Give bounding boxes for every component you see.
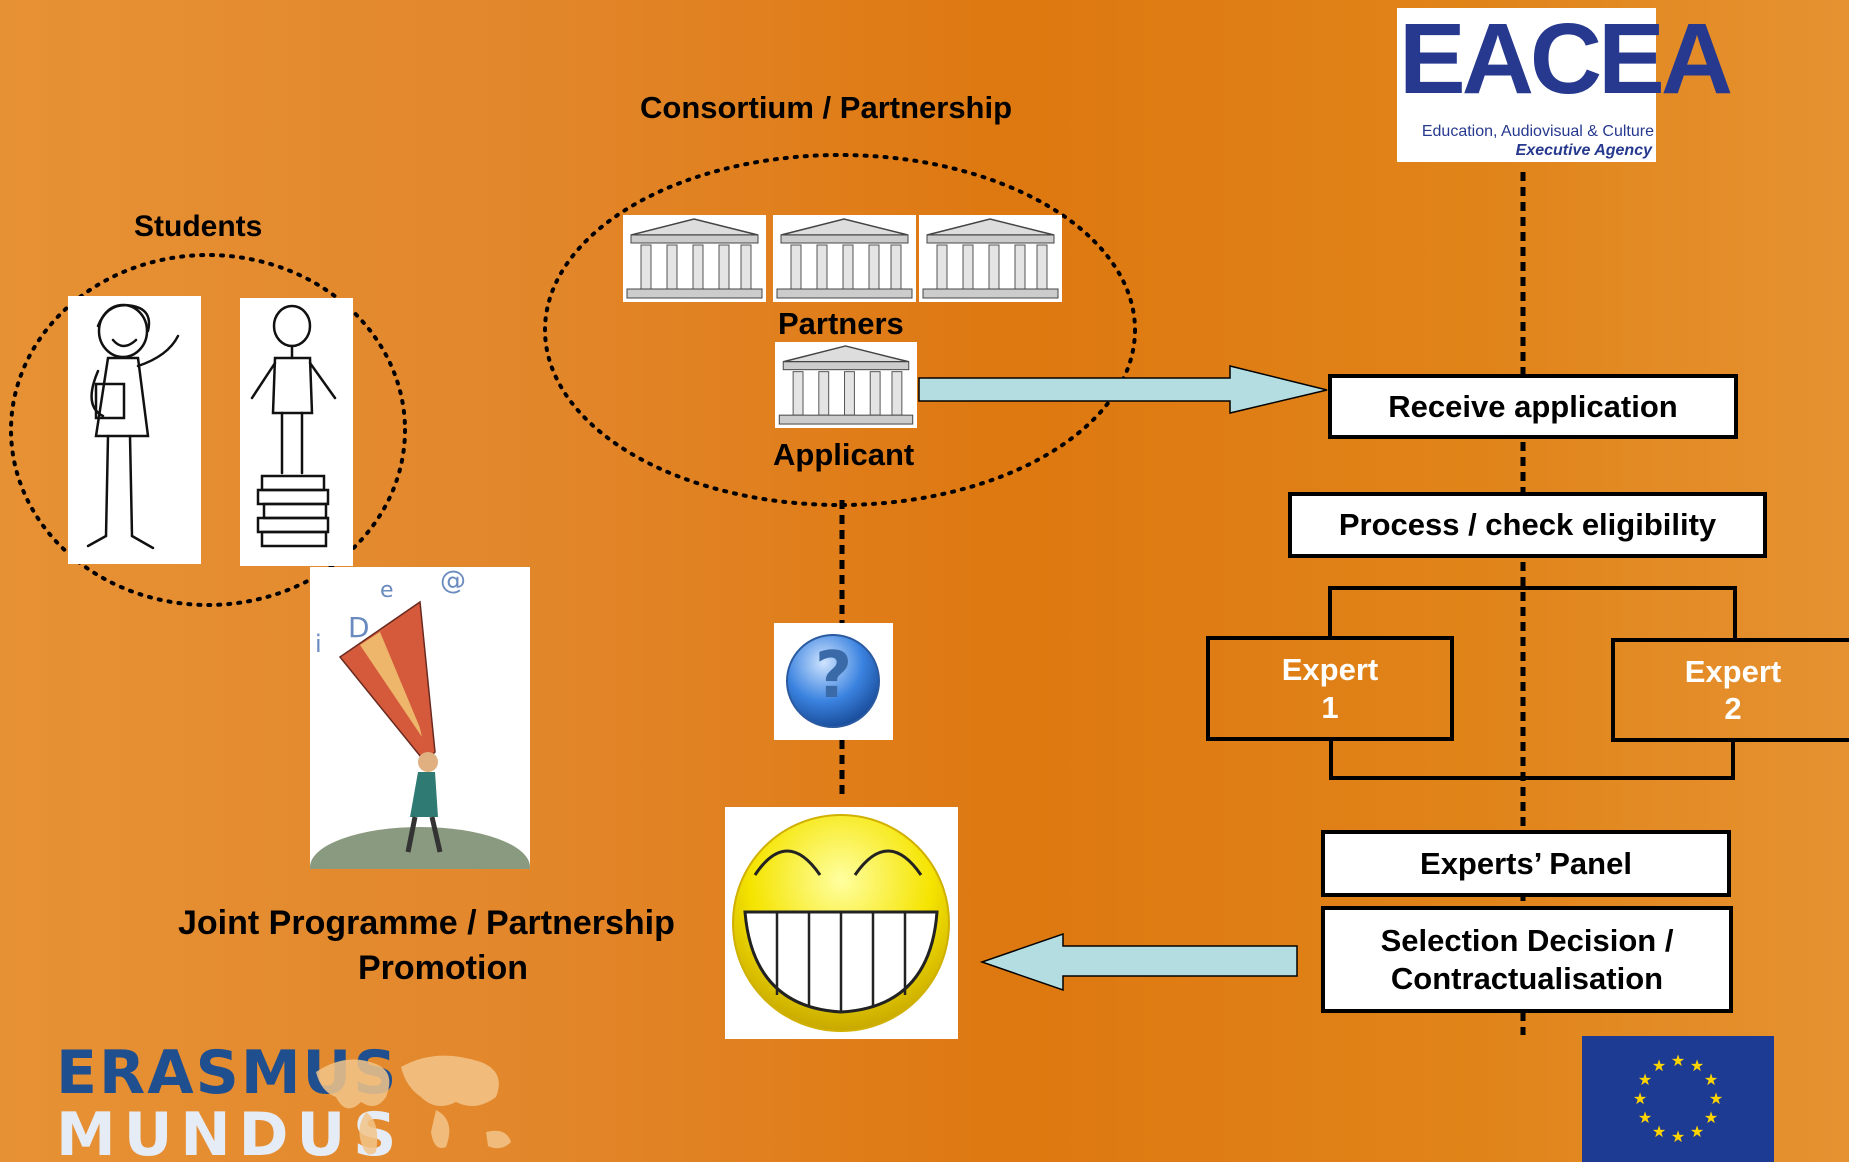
- svg-text:★: ★: [1709, 1089, 1723, 1108]
- eacea-logo: EACEA Education, Audiovisual & Culture E…: [1397, 3, 1733, 162]
- experts-panel-box: Experts’ Panel: [1321, 830, 1731, 897]
- joint-programme-label-line2: Promotion: [358, 949, 528, 987]
- consortium-group-outline: [543, 153, 1137, 507]
- svg-text:★: ★: [1638, 1070, 1652, 1089]
- eu-flag-icon: ★ ★ ★ ★ ★ ★ ★ ★ ★ ★ ★ ★: [1582, 1036, 1774, 1162]
- selection-line1: Selection Decision /: [1380, 923, 1674, 959]
- promotion-megaphone-illustration: e @ i D: [310, 566, 530, 907]
- joint-programme-label-line1: Joint Programme / Partnership: [178, 904, 675, 942]
- students-label: Students: [134, 210, 263, 243]
- eacea-logo-mark: EACEA: [1399, 3, 1733, 115]
- svg-text:★: ★: [1690, 1056, 1704, 1075]
- svg-text:★: ★: [1652, 1056, 1666, 1075]
- selection-decision-box: Selection Decision / Contractualisation: [1321, 906, 1733, 1013]
- result-arrow: [979, 932, 1298, 992]
- partners-label: Partners: [778, 306, 904, 341]
- erasmus-mundus-logo: ERASMUS MUNDUS: [56, 1038, 536, 1162]
- expert-2-line2: 2: [1724, 691, 1742, 726]
- expert-bracket-top: [1328, 586, 1737, 640]
- smiley-face-icon: [725, 807, 958, 1039]
- svg-text:★: ★: [1671, 1051, 1685, 1070]
- submit-arrow: [918, 365, 1328, 414]
- svg-text:★: ★: [1704, 1070, 1718, 1089]
- svg-text:e: e: [380, 578, 394, 603]
- expert-bracket-bottom: [1329, 738, 1735, 780]
- svg-text:D: D: [348, 611, 370, 644]
- receive-application-box: Receive application: [1328, 374, 1738, 439]
- question-glyph: ?: [814, 639, 853, 713]
- eu-stars: ★ ★ ★ ★ ★ ★ ★ ★ ★ ★ ★ ★: [1633, 1051, 1723, 1146]
- eacea-logo-line2: Executive Agency: [1515, 142, 1652, 159]
- svg-text:i: i: [315, 630, 322, 658]
- eacea-logo-line1: Education, Audiovisual & Culture: [1421, 123, 1654, 140]
- question-icon: ?: [774, 623, 893, 740]
- erasmus-logo-line2: MUNDUS: [56, 1100, 405, 1162]
- applicant-building-icon: [775, 342, 917, 428]
- applicant-label: Applicant: [773, 437, 915, 472]
- partner-building-icon-3: [919, 215, 1062, 302]
- expert-1-line1: Expert: [1281, 652, 1379, 688]
- world-map-icon: [316, 1055, 511, 1155]
- expert-1-line2: 1: [1321, 689, 1339, 725]
- partner-building-icon-1: [623, 215, 766, 302]
- partner-building-icon-2: [773, 215, 916, 302]
- svg-text:★: ★: [1633, 1089, 1647, 1108]
- svg-text:@: @: [440, 567, 466, 596]
- svg-text:★: ★: [1652, 1122, 1666, 1141]
- svg-text:★: ★: [1704, 1108, 1718, 1127]
- check-eligibility-box: Process / check eligibility: [1288, 492, 1767, 558]
- students-group-outline: [9, 253, 407, 607]
- expert-2-box: Expert 2: [1611, 638, 1849, 742]
- svg-text:★: ★: [1671, 1127, 1685, 1146]
- svg-text:★: ★: [1638, 1108, 1652, 1127]
- student-boy-illustration: [240, 298, 353, 566]
- expert-2-line1: Expert: [1684, 653, 1782, 689]
- svg-text:★: ★: [1690, 1122, 1704, 1141]
- selection-line2: Contractualisation: [1390, 960, 1664, 996]
- student-girl-illustration: [68, 296, 201, 564]
- consortium-label: Consortium / Partnership: [640, 90, 1013, 125]
- expert-1-box: Expert 1: [1206, 636, 1454, 741]
